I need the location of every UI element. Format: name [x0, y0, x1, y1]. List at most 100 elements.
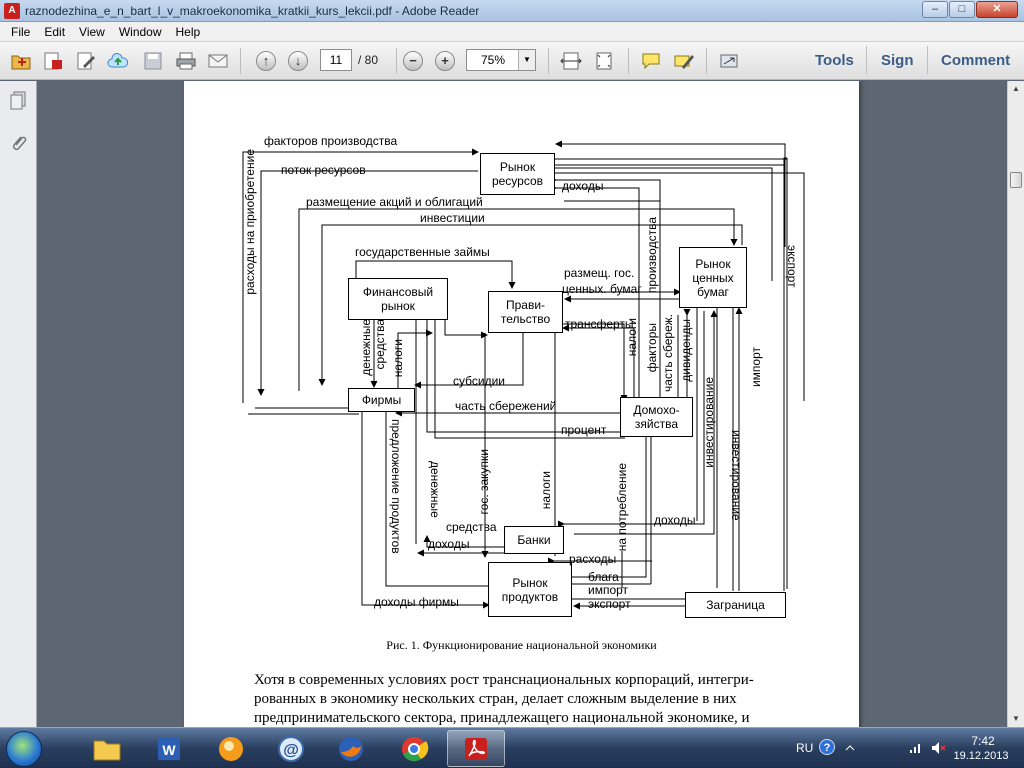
maximize-button[interactable]: □ [949, 1, 975, 18]
menu-view[interactable]: View [79, 25, 105, 39]
email-at-icon: @ [278, 735, 304, 762]
highlight-text-icon[interactable] [673, 51, 695, 71]
comment-button[interactable]: Comment [941, 52, 1011, 69]
word-icon: W [158, 737, 180, 760]
label-money-funds-2: средства [373, 319, 387, 370]
firefox-icon [339, 736, 363, 761]
tools-button[interactable]: Tools [815, 52, 854, 69]
taskbar-mail[interactable]: @ [262, 730, 320, 767]
start-button[interactable] [6, 731, 42, 767]
taskbar-firefox[interactable] [322, 730, 380, 767]
open-folder-icon[interactable] [10, 51, 32, 71]
abroad-box: Заграница [685, 592, 786, 618]
close-button[interactable]: ✕ [976, 1, 1018, 18]
minimize-button[interactable]: – [922, 1, 948, 18]
volume-muted-icon[interactable] [931, 741, 947, 755]
toolbar-separator [628, 48, 629, 74]
label-dividends: дивиденды [679, 319, 693, 382]
households-box: Домохо- зяйства [620, 397, 693, 437]
zoom-out-icon[interactable]: − [403, 51, 423, 71]
language-indicator[interactable]: RU [796, 741, 814, 755]
print-icon[interactable] [175, 51, 197, 71]
label-subsidies: субсидии [453, 374, 505, 388]
toolbar-separator [866, 46, 867, 74]
taskbar-media[interactable] [202, 730, 260, 767]
toolbar-separator [927, 46, 928, 74]
scrollbar-thumb[interactable] [1010, 172, 1022, 188]
label-factors-vert: факторы [645, 323, 659, 373]
page-thumbnails-icon[interactable] [9, 91, 27, 111]
sign-button[interactable]: Sign [881, 52, 914, 69]
label-gov-loans: государственные займы [355, 245, 490, 259]
fullscreen-icon[interactable] [718, 51, 740, 71]
toolbar-separator [240, 48, 241, 74]
clock-time[interactable]: 7:42 [971, 734, 995, 748]
taskbar-chrome[interactable] [385, 730, 443, 767]
network-icon[interactable] [909, 742, 923, 754]
label-import-h: импорт [588, 583, 629, 597]
label-money-bottom: денежные [428, 461, 442, 518]
adobe-reader-icon [465, 737, 487, 760]
label-part-saving-vert: часть сбереж. [661, 314, 675, 392]
clock-date[interactable]: 19.12.2013 [953, 750, 1009, 762]
zoom-in-icon[interactable]: + [435, 51, 455, 71]
menu-window[interactable]: Window [118, 25, 162, 39]
toolbar-separator [706, 48, 707, 74]
create-pdf-icon[interactable] [42, 51, 64, 71]
page-number-input[interactable]: 11 [320, 49, 352, 71]
save-icon[interactable] [142, 51, 164, 71]
svg-text:W: W [162, 742, 176, 758]
label-export-h: экспорт [588, 597, 631, 611]
comment-bubble-icon[interactable] [640, 51, 662, 71]
previous-page-icon[interactable]: ↑ [256, 51, 276, 71]
window-title: raznodezhina_e_n_bart_l_v_makroekonomika… [25, 4, 480, 18]
taskbar-adobe-reader[interactable] [447, 730, 505, 767]
fit-page-icon[interactable] [593, 51, 615, 71]
label-investing-2: инвестирование [729, 430, 743, 521]
paragraph-line: Хотя в современных условиях рост трансна… [254, 672, 754, 688]
folder-icon [93, 740, 121, 760]
scroll-up-icon[interactable]: ▲ [1012, 84, 1020, 93]
taskbar-word[interactable]: W [140, 730, 198, 767]
toolbar: ↑ ↓ − + [0, 42, 1024, 80]
firms-box: Фирмы [348, 388, 415, 412]
label-goods: блага [588, 570, 619, 584]
menu-edit[interactable]: Edit [44, 25, 66, 39]
show-hidden-icons-icon[interactable] [844, 741, 856, 755]
edit-pdf-icon[interactable] [75, 51, 97, 71]
scroll-down-icon[interactable]: ▼ [1012, 714, 1020, 723]
financial-market-box: Финансовый рынок [348, 278, 448, 320]
media-player-icon [219, 736, 243, 761]
menu-help[interactable]: Help [175, 25, 201, 39]
label-import-v: импорт [749, 347, 763, 388]
email-icon[interactable] [207, 51, 229, 71]
label-incomes-top: доходы [562, 179, 604, 193]
vertical-scrollbar[interactable]: ▲ ▼ [1007, 81, 1024, 727]
label-funds: средства [446, 520, 497, 534]
resource-market-box: Рынок ресурсов [480, 153, 555, 195]
zoom-level-select[interactable]: 75% ▼ [466, 49, 536, 71]
label-gov-purchases: гос. закупки [477, 449, 491, 515]
menu-file[interactable]: File [11, 25, 31, 39]
label-gov-securities-2: ценных. бумаг [562, 282, 642, 296]
next-page-icon[interactable]: ↓ [288, 51, 308, 71]
fit-width-icon[interactable] [560, 51, 582, 71]
label-resource-flow: поток ресурсов [281, 163, 366, 177]
document-view[interactable]: Рынок ресурсов Финансовый рынок Прави- т… [37, 81, 1007, 727]
label-taxes-hh: налоги [625, 318, 639, 357]
label-firm-incomes: доходы фирмы [374, 595, 459, 609]
label-part-savings: часть сбережений [455, 399, 557, 413]
label-incomes-mid: доходы [428, 537, 470, 551]
chevron-down-icon[interactable]: ▼ [518, 50, 535, 70]
taskbar-explorer[interactable] [78, 730, 136, 767]
zoom-value: 75% [481, 53, 506, 67]
cloud-upload-icon[interactable] [107, 51, 129, 71]
securities-market-box: Рынок ценных бумаг [679, 247, 747, 308]
attachments-icon[interactable] [9, 133, 27, 153]
help-icon[interactable]: ? [819, 739, 835, 755]
banks-box: Банки [504, 526, 564, 554]
svg-text:@: @ [283, 742, 299, 759]
navigation-pane [0, 81, 37, 727]
label-shares-bonds: размещение акций и облигаций [306, 195, 483, 209]
label-investing-1: инвестирование [702, 377, 716, 468]
